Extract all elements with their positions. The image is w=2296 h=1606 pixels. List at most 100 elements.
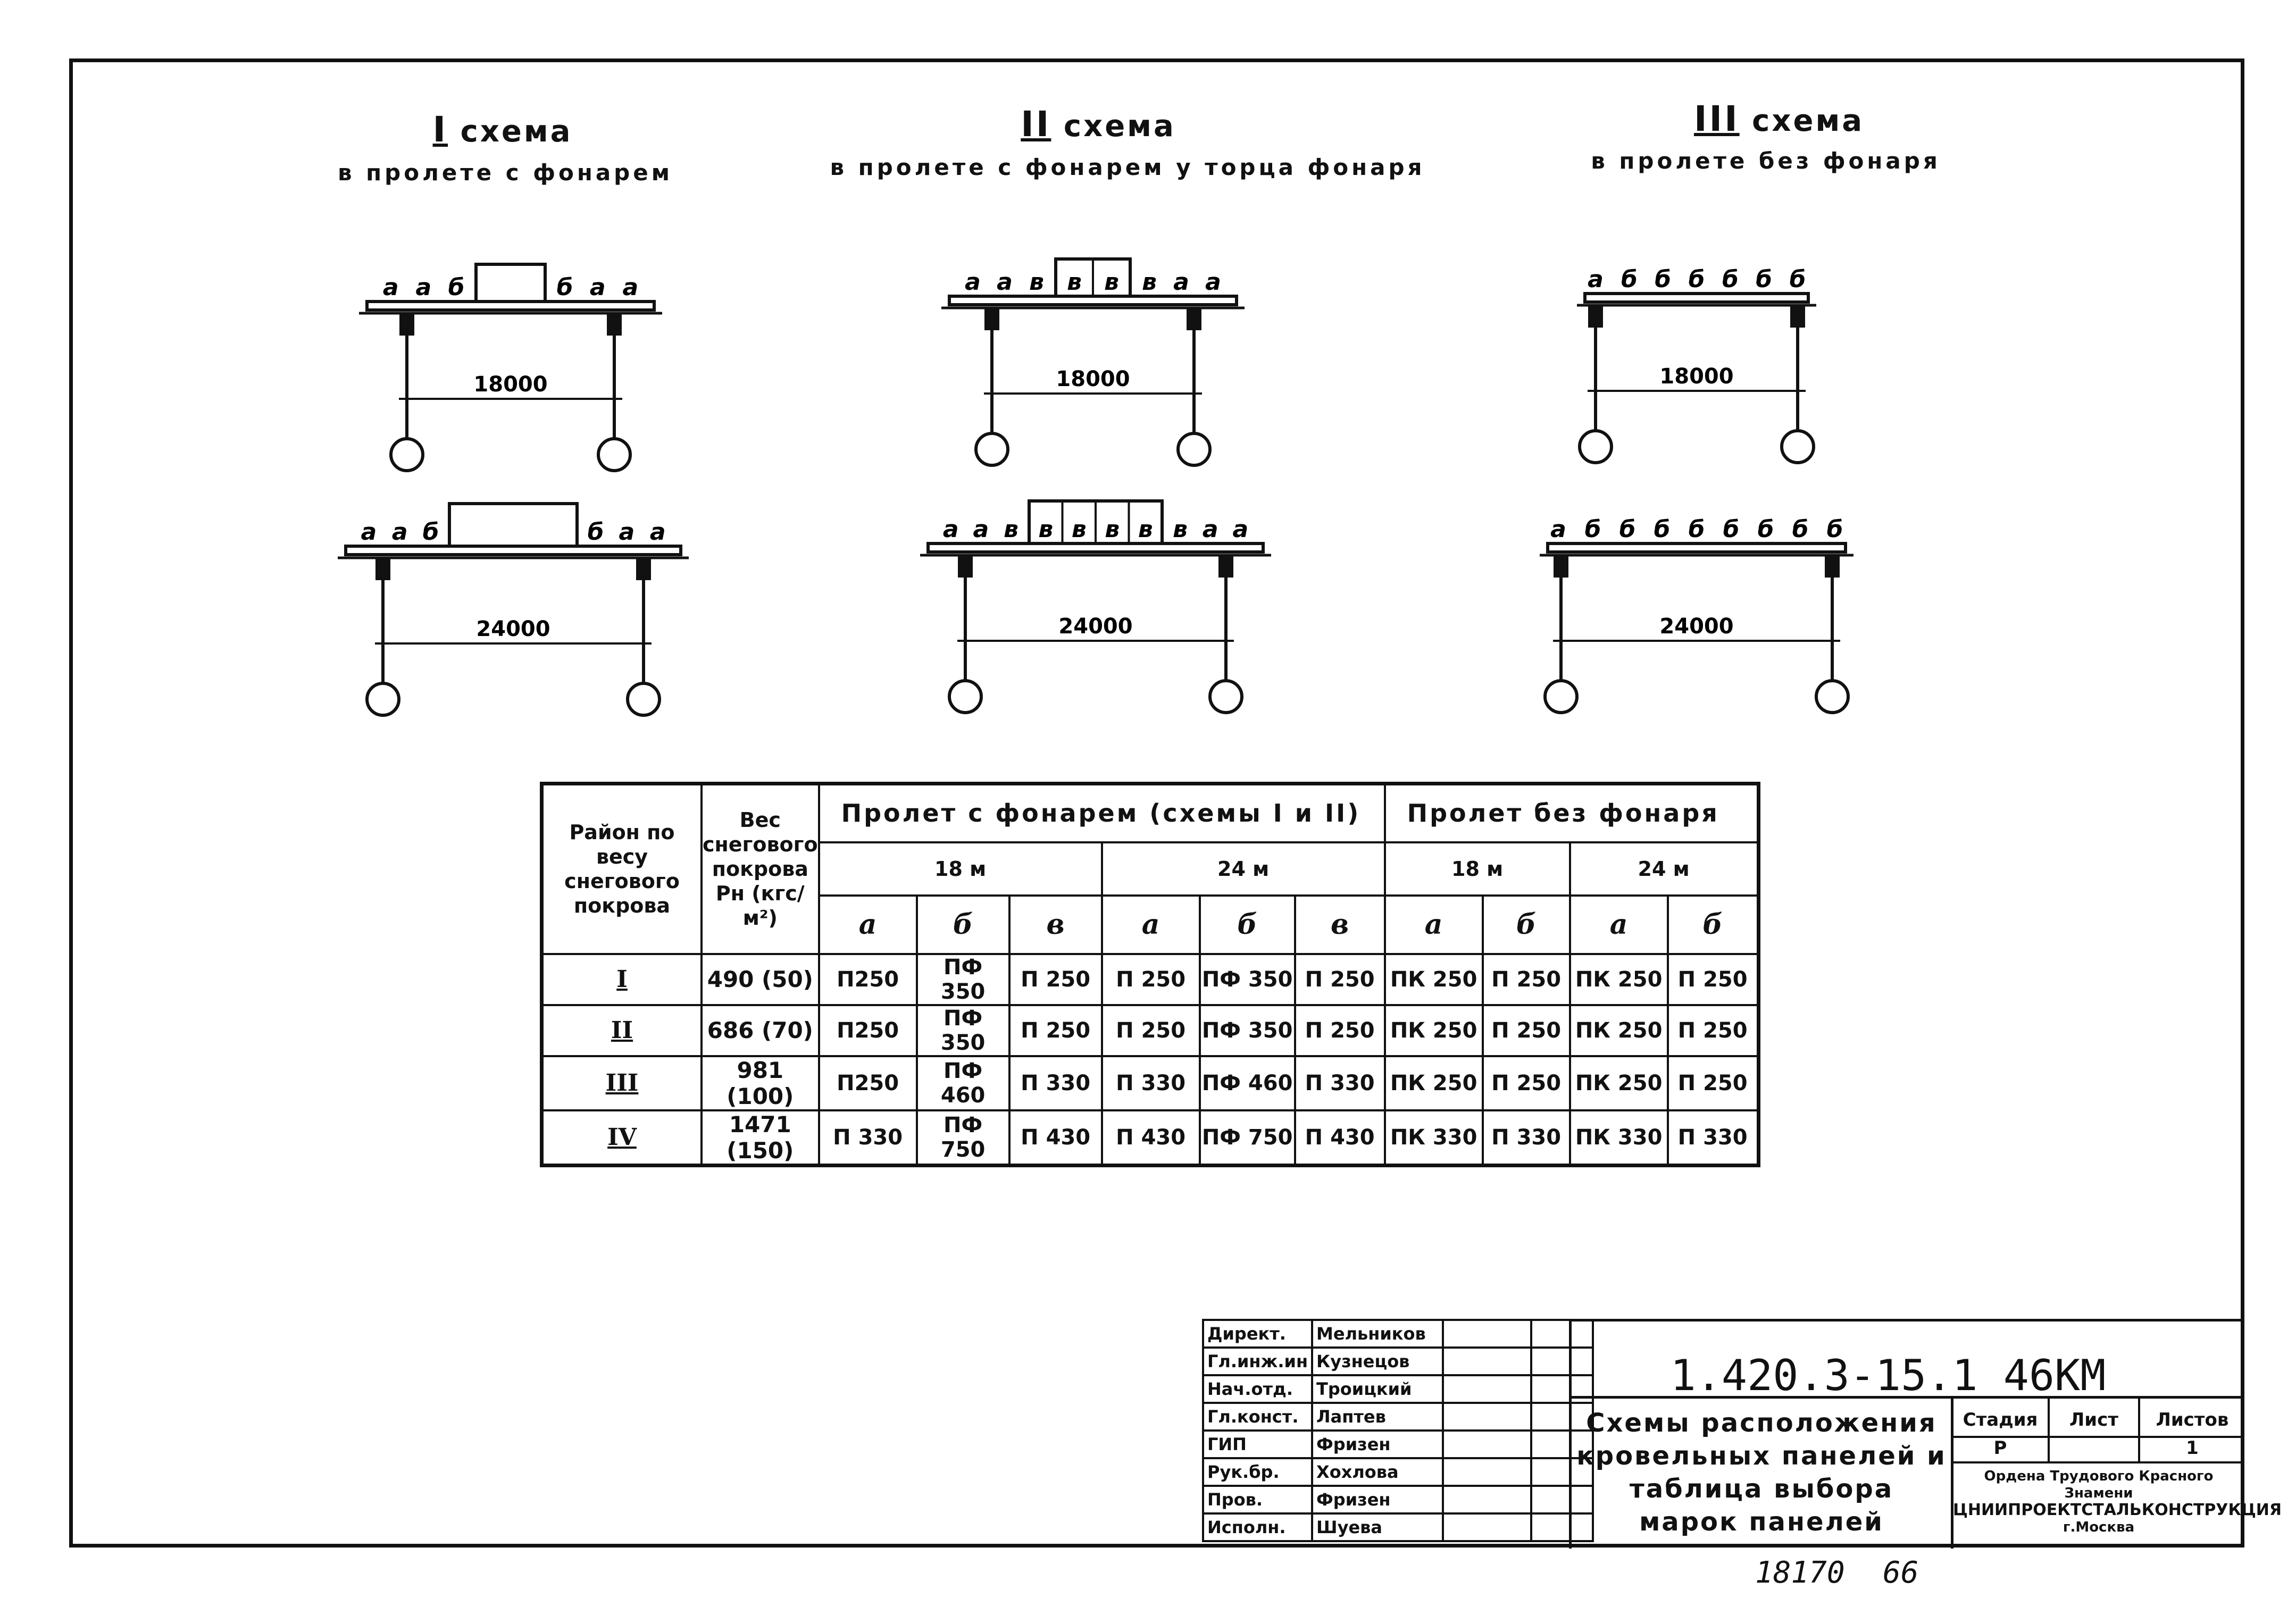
panel-mark: б	[1722, 266, 1739, 293]
column-head	[636, 559, 651, 580]
panel-mark-cell: ПФ 460	[915, 1055, 1011, 1111]
signature-name: Мельников	[1311, 1319, 1445, 1349]
sheet-label: Лист	[2069, 1409, 2118, 1431]
panel-mark-cell: П 250	[1293, 1003, 1386, 1057]
sub-v: в	[1008, 894, 1103, 955]
sheets-value: 1	[2186, 1437, 2199, 1459]
panel-mark: в	[1072, 516, 1087, 543]
signature-name: Фризен	[1311, 1429, 1445, 1459]
column-head	[1790, 306, 1805, 328]
panel-mark: а	[383, 274, 399, 301]
panel-mark: а	[619, 518, 634, 546]
panel-mark: а	[361, 518, 377, 546]
panel-mark-cell: П 330	[817, 1109, 918, 1166]
axis-marker	[389, 437, 424, 472]
sub-b: б	[915, 894, 1011, 955]
panel-mark: а	[973, 516, 989, 543]
panel-mark: б	[1621, 266, 1638, 293]
panel-mark: а	[392, 518, 408, 546]
group-lantern-header: Пролет с фонарем (схемы I и II)	[817, 782, 1386, 843]
panel-mark-cell: П 330	[1008, 1055, 1103, 1111]
col-region-header: Район по весу снегового покрова	[540, 782, 703, 955]
axis-marker	[1815, 679, 1850, 714]
panel-mark-cell: ПФ 750	[915, 1109, 1011, 1166]
signature-name: Фризен	[1311, 1485, 1445, 1515]
region-cell: II	[540, 1003, 703, 1057]
drawing-name: Схемы расположения кровельных панелей и …	[1576, 1408, 1947, 1537]
panel-mark-cell: П 330	[1293, 1055, 1386, 1111]
sub-a: а	[1568, 894, 1669, 955]
signature-row: Нач.отд.Троицкий	[1201, 1374, 1594, 1404]
panel-mark: а	[943, 516, 959, 543]
panel-mark-cell: ПФ 350	[1198, 1003, 1296, 1057]
scheme-2-title: схема	[1063, 109, 1176, 144]
panel-mark-cell: ПК 250	[1383, 1055, 1484, 1111]
panel-mark: б	[1655, 266, 1671, 293]
panel-mark: а	[1205, 269, 1221, 296]
signature-row: Гл.конст.Лаптев	[1201, 1402, 1594, 1432]
column-head	[607, 314, 622, 336]
panel-mark: в	[1004, 516, 1018, 543]
weight-cell: 686 (70)	[700, 1003, 820, 1057]
axis-marker	[1543, 679, 1579, 714]
signature-role: Рук.бр.	[1201, 1457, 1314, 1487]
signature-name: Кузнецов	[1311, 1346, 1445, 1376]
span-dimension: 24000	[1058, 614, 1132, 639]
stage-label: Стадия	[1963, 1409, 2038, 1431]
org-line-2: ЦНИИПРОЕКТСТАЛЬКОНСТРУКЦИЯ	[1953, 1501, 2282, 1519]
signature-role: Пров.	[1201, 1485, 1314, 1515]
signature-role: Директ.	[1201, 1319, 1314, 1349]
panel-mark-cell: ПФ 350	[1198, 952, 1296, 1006]
panel-selection-table: Район по весу снегового покрова Вес снег…	[540, 782, 1760, 1167]
signature-row: Директ.Мельников	[1201, 1319, 1594, 1349]
axis-marker	[974, 432, 1009, 467]
panel-mark: б	[1756, 266, 1772, 293]
scheme-3-num: III	[1693, 98, 1740, 139]
group-nolantern-header: Пролет без фонаря	[1383, 782, 1760, 843]
panel-mark: а	[965, 269, 981, 296]
span-dimension: 18000	[1056, 367, 1130, 391]
panel-mark: б	[1689, 516, 1705, 543]
panel-mark-cell: П 250	[1666, 952, 1760, 1006]
title-block-divider	[2138, 1396, 2140, 1462]
signature-name: Троицкий	[1311, 1374, 1445, 1404]
panel-mark: в	[1067, 269, 1082, 296]
title-block-divider	[1569, 1396, 2244, 1399]
signature-sign	[1442, 1457, 1533, 1487]
weight-cell: 490 (50)	[700, 952, 820, 1006]
panel-mark: б	[588, 518, 604, 546]
region-cell: III	[540, 1055, 703, 1111]
panel-mark-cell: П 250	[1666, 1055, 1760, 1111]
column-head	[1554, 556, 1568, 578]
region-cell: IV	[540, 1109, 703, 1166]
panel-mark: а	[1203, 516, 1218, 543]
panel-mark: а	[415, 274, 431, 301]
signature-name: Лаптев	[1311, 1402, 1445, 1432]
sub-a: а	[817, 894, 918, 955]
panel-mark: а	[622, 274, 638, 301]
signature-row: Исполн.Шуева	[1201, 1512, 1594, 1542]
panel-mark-cell: ПФ 460	[1198, 1055, 1296, 1111]
panel-mark: в	[1105, 516, 1120, 543]
signature-date	[1530, 1485, 1594, 1515]
sub-a: а	[1383, 894, 1484, 955]
axis-marker	[1208, 679, 1243, 714]
scheme-2-num: II	[1021, 104, 1051, 145]
panel-mark: в	[1138, 516, 1153, 543]
nolantern-span-24: 24 м	[1568, 841, 1760, 897]
panel-mark: а	[650, 518, 666, 546]
panel-mark-cell: ПФ 350	[915, 952, 1011, 1006]
signature-date	[1530, 1346, 1594, 1376]
axis-marker	[1780, 429, 1815, 464]
panel-mark: в	[1142, 269, 1157, 296]
signature-sign	[1442, 1346, 1533, 1376]
signature-date	[1530, 1429, 1594, 1459]
panel-mark-cell: П 250	[1293, 952, 1386, 1006]
panel-mark-cell: ПК 330	[1568, 1109, 1669, 1166]
column-head	[399, 314, 414, 336]
panel-mark-cell: ПК 250	[1568, 1055, 1669, 1111]
axis-marker	[365, 682, 400, 717]
panel-mark: б	[1827, 516, 1843, 543]
